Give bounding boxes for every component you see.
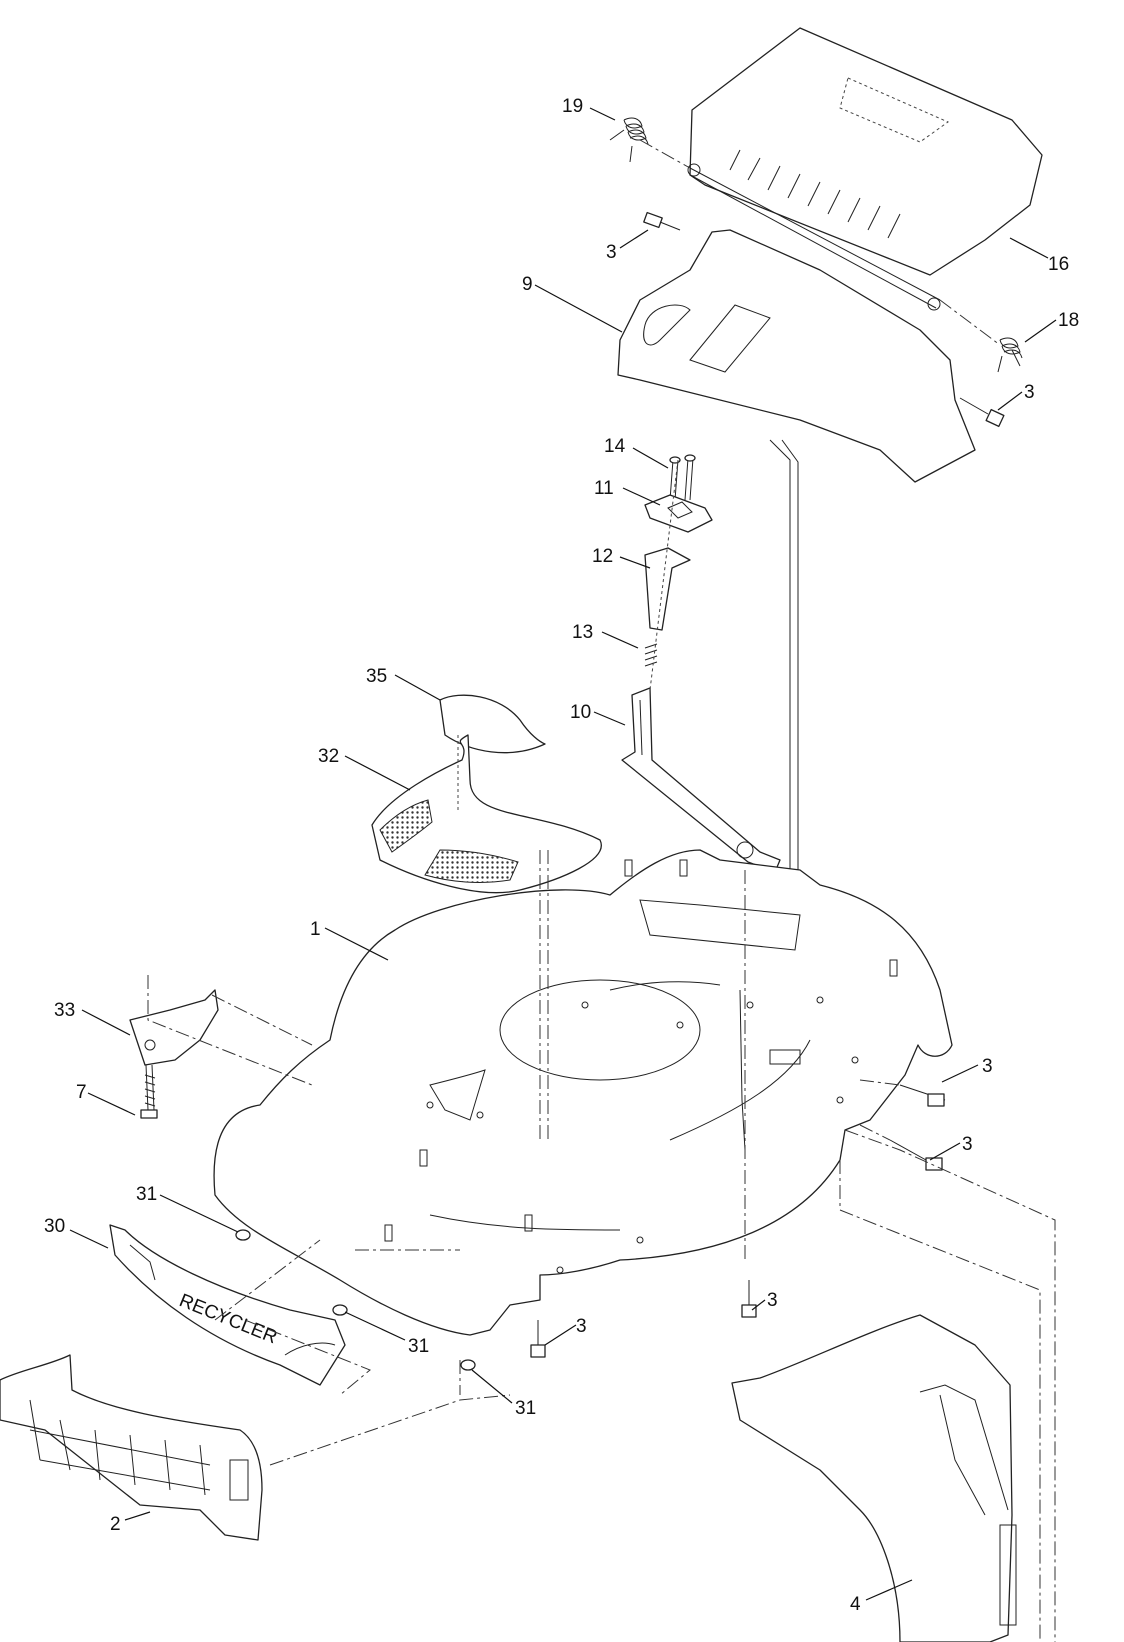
callout-3: 3 [962, 1134, 973, 1155]
callout-31: 31 [136, 1184, 157, 1205]
axis-front [214, 1239, 511, 1466]
part-9-rear-hood [617, 229, 976, 935]
callout-7: 7 [76, 1082, 87, 1103]
axis-adjuster [649, 459, 679, 691]
part-2-front-skirt [0, 1354, 263, 1541]
callout-32: 32 [318, 746, 339, 767]
callout-3: 3 [1024, 382, 1035, 403]
part-3-bolt [889, 1139, 943, 1171]
part-31-clip [460, 1359, 476, 1371]
callout-2: 2 [110, 1514, 121, 1535]
callout-9: 9 [522, 274, 533, 295]
callout-11: 11 [594, 478, 614, 499]
part-31-clip [235, 1229, 251, 1241]
part-10-adjuster-bracket [621, 687, 781, 873]
part-18-spring [997, 337, 1023, 373]
axis-side-bolts [859, 1079, 901, 1141]
callout-3: 3 [606, 242, 617, 263]
callout-31: 31 [515, 1398, 536, 1419]
part-32-engine-cover [371, 734, 602, 894]
callout-33: 33 [54, 1000, 75, 1021]
part-7-screw [140, 1064, 158, 1119]
part-1-mower-deck [213, 849, 953, 1336]
part-19-spring [609, 117, 649, 163]
part-4-side-discharge [731, 1314, 1017, 1642]
callout-3: 3 [767, 1290, 778, 1311]
part-14-screws [669, 454, 696, 501]
callout-30: 30 [44, 1216, 65, 1237]
part-13-spring [644, 643, 658, 667]
part-3-bolt [741, 1280, 757, 1318]
part-11-knob [644, 494, 713, 533]
callout-10: 10 [570, 702, 591, 723]
callout-19: 19 [562, 96, 583, 117]
callout-4: 4 [850, 1594, 861, 1615]
callout-12: 12 [592, 546, 613, 567]
callout-14: 14 [604, 436, 626, 457]
callout-labels: 19 3 16 9 18 3 14 11 12 13 35 10 32 1 33… [44, 96, 1079, 1615]
callout-1: 1 [310, 919, 321, 940]
part-3-bolt [899, 1084, 946, 1107]
part-33-bracket [129, 989, 219, 1066]
axis-bracket [147, 975, 313, 1086]
callout-3: 3 [576, 1316, 587, 1337]
axis-deck-vertical [539, 850, 746, 1260]
part-3-bolt [530, 1320, 546, 1358]
leader-lines [69, 107, 1057, 1601]
axis-rear-flap [639, 139, 1001, 346]
callout-3: 3 [982, 1056, 993, 1077]
part-31-clip [332, 1304, 348, 1316]
part-3-bolt [959, 397, 1005, 428]
part-3-bolt [643, 211, 681, 231]
callout-35: 35 [366, 666, 387, 687]
axis-side-chute [839, 1129, 1056, 1642]
callout-18: 18 [1058, 310, 1079, 331]
part-16-rear-flap [687, 27, 1043, 311]
callout-16: 16 [1048, 254, 1069, 275]
callout-13: 13 [572, 622, 593, 643]
part-35-cap [439, 694, 546, 754]
part-12-lever [644, 547, 691, 631]
callout-31: 31 [408, 1336, 429, 1357]
